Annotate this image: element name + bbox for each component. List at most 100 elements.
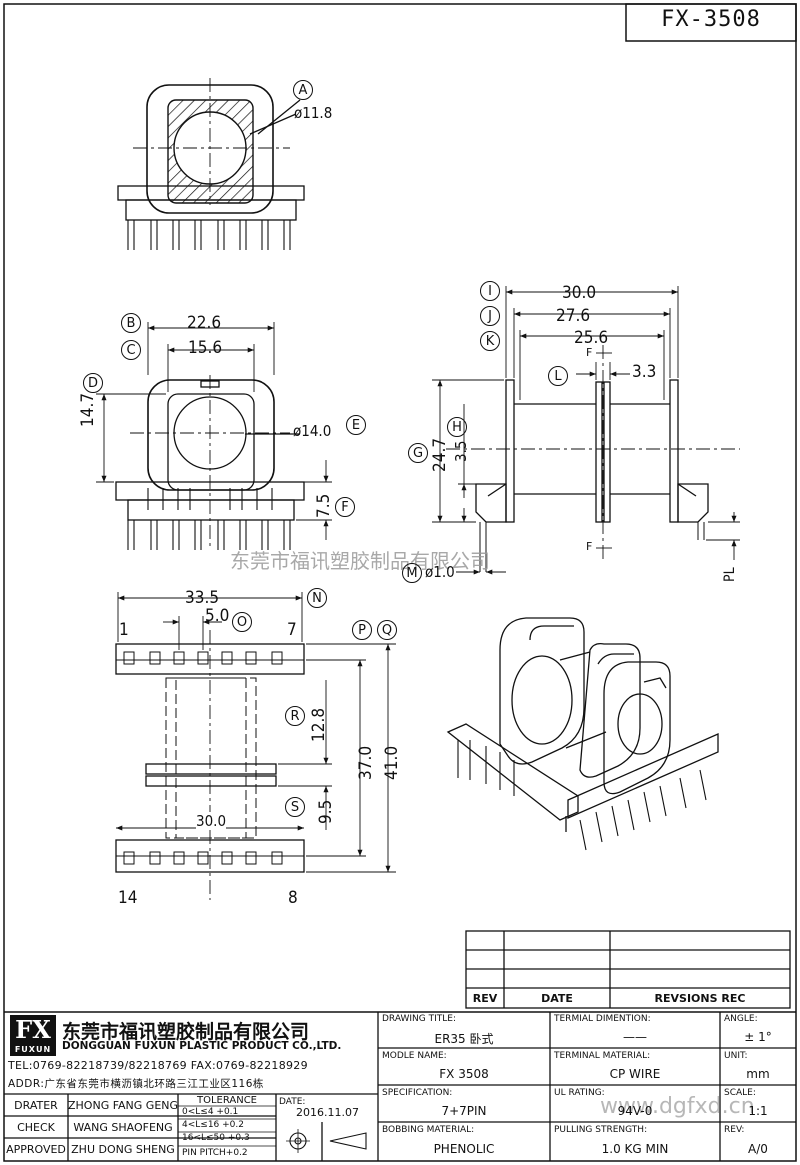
scale-value: 1:1: [748, 1104, 768, 1118]
label-q: Q: [377, 620, 397, 640]
bottom-view: [115, 592, 396, 900]
bobbin-material-label: BOBBING MATERIAL:: [382, 1125, 475, 1135]
company-logo: FX: [15, 1015, 51, 1044]
dim-f: 7.5: [314, 493, 334, 518]
approved-label: APPROVED: [6, 1143, 66, 1156]
revisions-col-header: REVSIONS REC: [654, 992, 746, 1005]
label-l: L: [548, 366, 568, 386]
section-f-bottom: F: [586, 540, 593, 553]
dim-m: ø1.0: [425, 563, 455, 581]
dim-p: 37.0: [356, 745, 376, 780]
label-r: R: [285, 706, 305, 726]
section-f-top: F: [586, 346, 593, 359]
check-label: CHECK: [17, 1121, 55, 1134]
dim-e: ø14.0: [293, 422, 332, 440]
approved-name: ZHU DONG SHENG: [71, 1143, 175, 1156]
pulling-strength-value: 1.0 KG MIN: [601, 1142, 669, 1156]
label-g: G: [408, 443, 428, 463]
label-d: D: [83, 373, 103, 393]
dim-g: 24.7: [430, 437, 450, 472]
top-view: [117, 78, 305, 250]
dim-l: 3.3: [632, 362, 657, 382]
dim-r: 12.8: [309, 707, 329, 742]
part-number: FX-3508: [661, 7, 761, 32]
front-view: [96, 322, 332, 550]
check-name: WANG SHAOFENG: [73, 1121, 173, 1134]
drawing-title-label: DRAWING TITLE:: [382, 1014, 456, 1024]
pin-14: 14: [118, 888, 138, 908]
date-label: DATE:: [279, 1097, 306, 1107]
dim-n: 33.5: [185, 588, 220, 608]
pin-1: 1: [119, 620, 129, 640]
label-p: P: [352, 620, 372, 640]
scale-label: SCALE:: [724, 1088, 756, 1098]
logo-block: [10, 1015, 56, 1056]
terminal-dimension-label: TERMIAL DIMENTION:: [554, 1014, 651, 1024]
label-k: K: [480, 331, 500, 351]
unit-value: mm: [746, 1067, 770, 1081]
dim-b: 22.6: [187, 313, 222, 333]
label-b: B: [121, 313, 141, 333]
tolerance-row-3: 16<L≤50 +0.3: [182, 1133, 250, 1143]
dim-o: 5.0: [205, 606, 230, 626]
unit-label: UNIT:: [724, 1051, 748, 1061]
date-col-header: DATE: [541, 992, 573, 1005]
rev-value: A/0: [748, 1142, 768, 1156]
title-block-grid: [4, 1011, 796, 1161]
pulling-strength-label: PULLING STRENGTH:: [554, 1125, 648, 1135]
company-addr: ADDR:广东省东莞市横沥镇北环路三江工业区116栋: [8, 1078, 264, 1090]
bobbin-material-value: PHENOLIC: [433, 1142, 495, 1156]
rev-col-header: REV: [472, 992, 498, 1005]
label-f: F: [335, 497, 355, 517]
dim-q: 41.0: [382, 745, 402, 780]
spec-label: SPECIFICATION:: [382, 1088, 453, 1098]
company-logo-sub: FUXUN: [14, 1045, 52, 1054]
revision-table: [465, 930, 791, 1009]
dim-d: 14.7: [78, 392, 98, 427]
label-j: J: [480, 306, 500, 326]
label-n: N: [307, 588, 327, 608]
pin-8: 8: [288, 888, 298, 908]
label-h: H: [447, 417, 467, 437]
rev-label: REV:: [724, 1125, 745, 1135]
label-m: M: [402, 563, 422, 583]
terminal-dimension-value: ——: [623, 1030, 647, 1044]
terminal-material-label: TERMINAL MATERIAL:: [554, 1051, 651, 1061]
label-s: S: [285, 797, 305, 817]
angle-label: ANGLE:: [724, 1014, 758, 1024]
label-e: E: [346, 415, 366, 435]
drater-name: ZHONG FANG GENG: [68, 1099, 179, 1112]
drawing-title-value: ER35 卧式: [434, 1032, 494, 1046]
label-a: A: [293, 80, 313, 100]
model-label: MODLE NAME:: [382, 1051, 447, 1061]
label-o: O: [232, 612, 252, 632]
company-name-cn: 东莞市福讯塑胶制品有限公司: [62, 1021, 310, 1043]
side-view: [432, 286, 740, 575]
dim-j: 27.6: [556, 306, 591, 326]
dim-i: 30.0: [562, 283, 597, 303]
watermark-text: 东莞市福讯塑胶制品有限公司: [230, 549, 490, 573]
company-name-en: DONGGUAN FUXUN PLASTIC PRODUCT CO.,LTD.: [62, 1040, 342, 1052]
dim-a: ø11.8: [294, 104, 333, 122]
tolerance-row-2: 4<L≤16 +0.2: [182, 1120, 244, 1130]
watermark-url: www.dgfxd.cn: [600, 1094, 755, 1119]
company-tel: TEL:0769-82218739/82218769 FAX:0769-8221…: [8, 1059, 308, 1072]
dim-s: 9.5: [316, 799, 336, 824]
date-value: 2016.11.07: [296, 1106, 359, 1119]
model-value: FX 3508: [439, 1067, 489, 1081]
terminal-material-value: CP WIRE: [609, 1067, 661, 1081]
tolerance-row-1: 0<L≤4 +0.1: [182, 1107, 239, 1117]
isometric-view: [446, 617, 719, 851]
drater-label: DRATER: [14, 1099, 58, 1112]
ul-rating-label: UL RATING:: [554, 1088, 605, 1098]
dim-c: 15.6: [188, 338, 223, 358]
label-i: I: [480, 281, 500, 301]
dim-pl: PL: [722, 567, 738, 582]
dim-w: 30.0: [196, 812, 227, 830]
pin-7: 7: [287, 620, 297, 640]
label-c: C: [121, 340, 141, 360]
dim-k: 25.6: [574, 328, 609, 348]
ul-rating-value: 94V-0: [617, 1104, 653, 1118]
